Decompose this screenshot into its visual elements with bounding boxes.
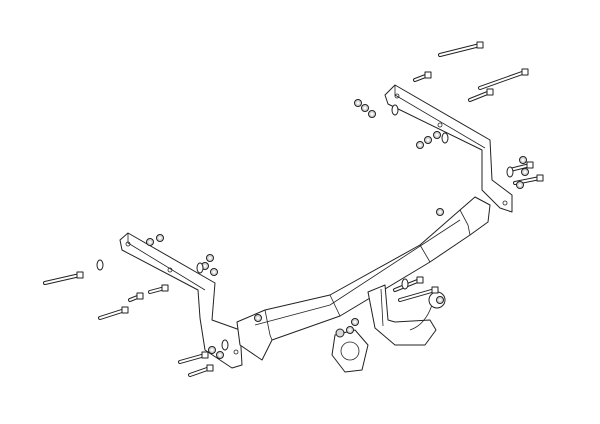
bolt xyxy=(478,68,529,90)
cross-beam xyxy=(236,196,491,361)
bolt xyxy=(128,292,144,302)
left-mounting-bracket xyxy=(119,232,243,369)
bolt xyxy=(188,364,214,377)
bolt xyxy=(398,286,439,302)
right-mounting-bracket xyxy=(384,84,513,213)
socket-plate xyxy=(331,328,369,373)
bolt xyxy=(178,351,209,364)
bolt xyxy=(468,88,494,102)
bolt xyxy=(508,161,534,172)
fasteners xyxy=(43,41,544,377)
washer xyxy=(196,262,204,274)
bolt xyxy=(98,306,129,320)
washer xyxy=(221,339,229,351)
washer xyxy=(391,104,399,116)
bolt xyxy=(148,284,169,294)
tow-ball-neck xyxy=(367,284,446,346)
washer xyxy=(441,132,449,144)
washer xyxy=(401,278,409,290)
washer xyxy=(96,259,104,271)
bolt xyxy=(438,41,484,57)
bolt xyxy=(413,71,432,82)
washer xyxy=(506,166,514,178)
bolt xyxy=(43,271,84,285)
